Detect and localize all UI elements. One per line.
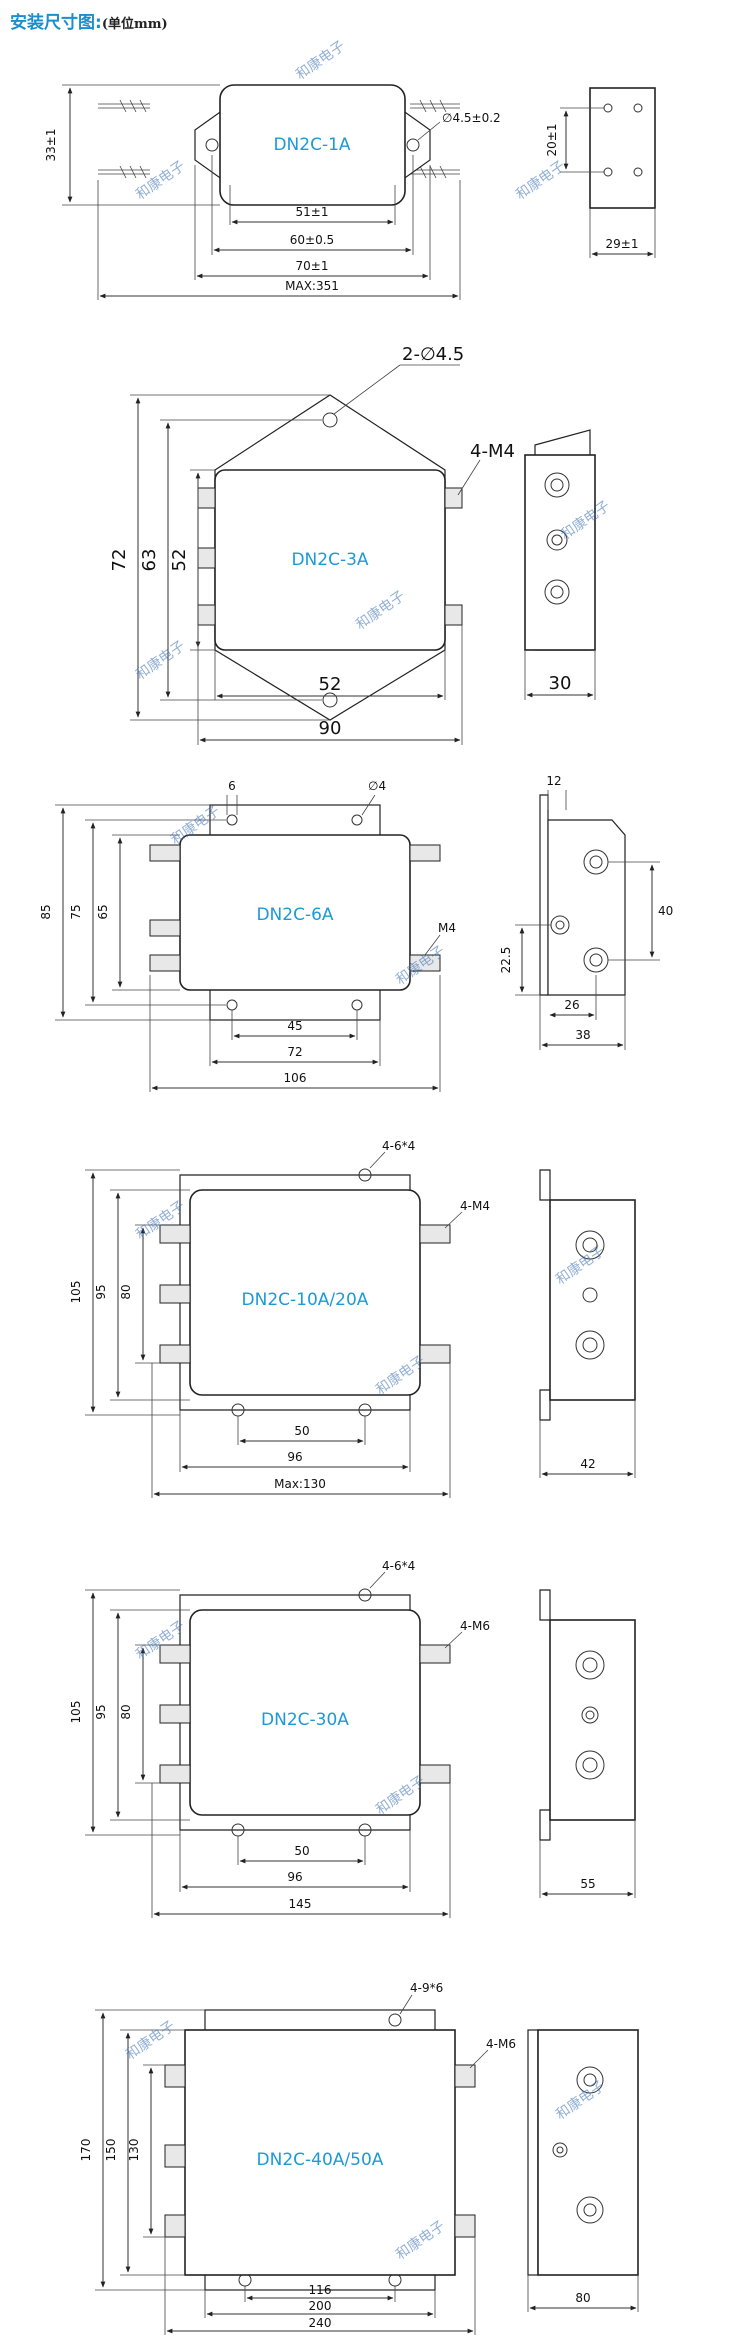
dim-w3: 145 (289, 1897, 312, 1911)
dim-w2: 200 (309, 2299, 332, 2313)
dim-side-h: 40 (658, 904, 673, 918)
dim-h2: 95 (94, 1704, 108, 1719)
dim-thread: 4-M6 (486, 2037, 516, 2051)
dim-side-w: 30 (549, 673, 572, 694)
dim-max: MAX:351 (285, 279, 339, 293)
dim-h1: 170 (79, 2139, 93, 2162)
dim-hole: ∅4 (368, 779, 386, 793)
title-text: 安装尺寸图: (10, 13, 102, 33)
dim-side-h: 20±1 (545, 124, 559, 157)
dim-w1: 52 (319, 674, 342, 695)
dim-h3: 65 (96, 904, 110, 919)
dim-side-w: 55 (580, 1877, 595, 1891)
dim-h2: 63 (139, 549, 160, 572)
dim-w1: 45 (287, 1019, 302, 1033)
dim-hole: ∅4.5±0.2 (442, 111, 501, 125)
dim-thread: 4-M6 (460, 1619, 490, 1633)
model-dn2c-1a: DN2C-1A 33±1 ∅4.5±0.2 51±1 60±0.5 70±1 M… (44, 37, 656, 300)
dim-w1: 116 (309, 2283, 332, 2297)
model-dn2c-40a-50a: DN2C-40A/50A 4-9*6 4-M6 170 150 130 116 … (79, 1981, 639, 2335)
dim-holes: 4-6*4 (382, 1559, 415, 1573)
dim-70: 70±1 (296, 259, 329, 273)
dim-w1: 50 (294, 1424, 309, 1438)
model-label: DN2C-6A (256, 905, 333, 925)
dim-60: 60±0.5 (290, 233, 334, 247)
dim-w3: 240 (309, 2316, 332, 2330)
dim-w2: 96 (287, 1870, 302, 1884)
dim-h1: 105 (69, 1701, 83, 1724)
dim-w3: Max:130 (274, 1477, 326, 1491)
dim-w2: 72 (287, 1045, 302, 1059)
dim-side-w1: 26 (564, 998, 579, 1012)
model-label: DN2C-30A (261, 1710, 349, 1730)
dim-h2: 150 (104, 2139, 118, 2162)
dim-h2: 75 (69, 904, 83, 919)
model-dn2c-6a: DN2C-6A 6 ∅4 M4 85 75 65 45 72 106 (39, 774, 673, 1092)
dim-side-low: 22.5 (499, 947, 513, 974)
dim-h1: 105 (69, 1281, 83, 1304)
dim-h3: 80 (119, 1284, 133, 1299)
dim-holes: 2-∅4.5 (402, 344, 464, 365)
model-label: DN2C-1A (273, 135, 350, 155)
dim-height: 33±1 (44, 129, 58, 162)
dim-h1: 72 (109, 549, 130, 572)
model-label: DN2C-10A/20A (242, 1290, 369, 1310)
dim-51: 51±1 (296, 205, 329, 219)
dim-w2: 96 (287, 1450, 302, 1464)
model-label: DN2C-40A/50A (257, 2150, 384, 2170)
unit-note: (单位mm) (101, 17, 168, 32)
watermark: 和康电子 (133, 157, 189, 203)
dim-thread: 4-M4 (470, 441, 515, 462)
page-title: 安装尺寸图:(单位mm) (10, 8, 168, 33)
watermark: 和康电子 (513, 157, 569, 203)
model-dn2c-30a: DN2C-30A 4-6*4 4-M6 105 95 80 50 96 145 (69, 1559, 636, 1918)
dim-side-w: 80 (575, 2291, 590, 2305)
dim-side-top: 12 (546, 774, 561, 788)
model-label: DN2C-3A (291, 550, 368, 570)
dim-h2: 95 (94, 1284, 108, 1299)
model-dn2c-3a: DN2C-3A 2-∅4.5 4-M4 72 63 52 52 90 (109, 344, 613, 745)
watermark: 和康电子 (133, 637, 189, 683)
dim-side-w: 42 (580, 1457, 595, 1471)
dim-h3: 80 (119, 1704, 133, 1719)
dim-thread: 4-M4 (460, 1199, 490, 1213)
dim-h3: 130 (127, 2139, 141, 2162)
model-dn2c-10a-20a: DN2C-10A/20A 4-6*4 4-M4 105 95 80 50 96 … (69, 1139, 636, 1498)
dim-w1: 50 (294, 1844, 309, 1858)
dim-side-w: 29±1 (606, 237, 639, 251)
dim-w3: 106 (284, 1071, 307, 1085)
dim-thread: M4 (438, 921, 456, 935)
dim-holes: 4-6*4 (382, 1139, 415, 1153)
dim-h3: 52 (169, 549, 190, 572)
watermark: 和康电子 (293, 37, 349, 83)
dim-h1: 85 (39, 904, 53, 919)
dim-top-left: 6 (228, 779, 236, 793)
dim-w2: 90 (319, 718, 342, 739)
dim-holes: 4-9*6 (410, 1981, 443, 1995)
watermark: 和康电子 (123, 2017, 179, 2063)
dim-side-w2: 38 (575, 1028, 590, 1042)
